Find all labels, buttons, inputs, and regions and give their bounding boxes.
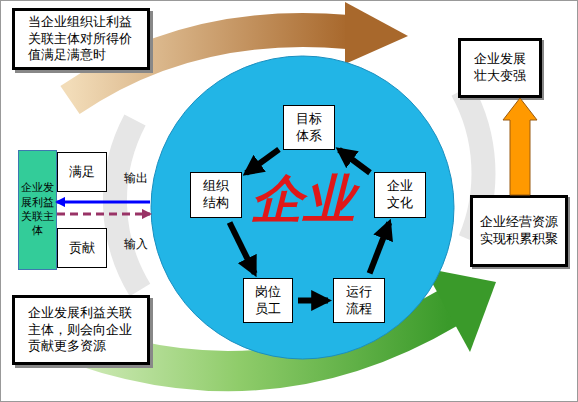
- ring-arc: [115, 120, 140, 290]
- process-box: 运行流程: [333, 278, 385, 323]
- circle-fill: [151, 56, 454, 359]
- process-box: 企业文化: [374, 172, 426, 218]
- process-box: 目标体系: [283, 105, 335, 150]
- note-box: 企业发展利益关联主体，则会向企业贡献更多资源: [12, 295, 150, 365]
- node-text: 企业文化: [385, 178, 415, 212]
- growth-arrow: [503, 98, 537, 195]
- enterprise-circle: 企业 目标体系组织结构 企业文化岗位员工 运行流程: [150, 55, 455, 360]
- flow-arrow: [57, 201, 150, 204]
- node-text: 目标体系: [294, 111, 324, 145]
- result-box: 企业发展壮大变强: [458, 38, 542, 98]
- edge-label: 输出: [124, 170, 148, 187]
- node-text: 企业发展利益关联主体: [20, 181, 55, 238]
- flow-arrow: [57, 213, 150, 216]
- node-text: 企业发展壮大变强: [472, 51, 528, 85]
- cell-box: 满足: [57, 152, 107, 192]
- note-box: 当企业组织让利益关联主体对所得价值满足满意时: [12, 8, 150, 70]
- node-text: 企业: [251, 165, 355, 233]
- node-text: 贡献: [69, 240, 95, 257]
- process-box: 岗位员工: [243, 278, 293, 323]
- stakeholder-box: 企业发展利益关联主体: [18, 150, 57, 270]
- cycle-arrow-head: [345, 2, 408, 64]
- edge-label: 输入: [124, 236, 148, 253]
- node-text: 企业发展利益关联主体，则会向企业贡献更多资源: [28, 305, 134, 356]
- resource-box: 企业经营资源实现积累积聚: [470, 195, 568, 267]
- process-box: 组织结构: [190, 172, 242, 218]
- node-text: 满足: [69, 164, 95, 181]
- cell-box: 贡献: [57, 228, 107, 268]
- node-text: 组织结构: [201, 178, 231, 212]
- node-text: 企业经营资源实现积累积聚: [479, 214, 559, 248]
- node-text: 当企业组织让利益关联主体对所得价值满足满意时: [28, 14, 134, 65]
- node-text: 运行流程: [344, 284, 374, 318]
- node-text: 岗位员工: [254, 284, 282, 318]
